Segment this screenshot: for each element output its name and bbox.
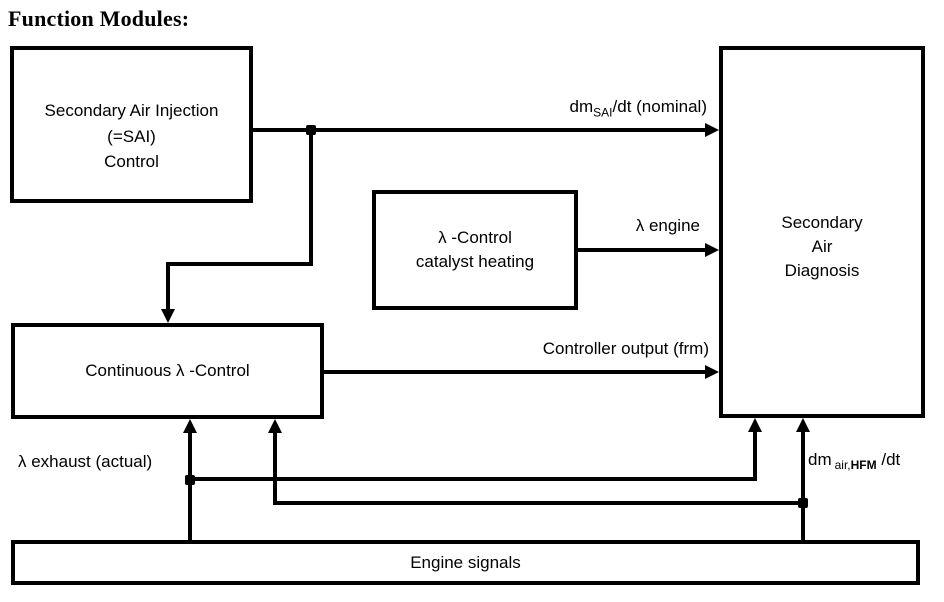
arrowhead-dm-air-into-diagnosis (796, 418, 810, 432)
box-secondary-air-diagnosis: Secondary Air Diagnosis (719, 46, 925, 418)
label-dm-sai-subscript: SAI (593, 105, 613, 120)
label-dm-sai-base: dm (569, 97, 594, 116)
line-sai-branch-horizontal (166, 262, 313, 266)
label-dm-sai-rest: /dt (nominal) (612, 97, 707, 116)
label-dm-air-subscript: air,HFM (835, 458, 877, 472)
arrowhead-lambda-engine-into-diagnosis (705, 243, 719, 257)
secondary-air-diagnosis-label-line2: Air (811, 237, 833, 257)
continuous-lambda-control-label: Continuous λ -Control (85, 361, 250, 381)
line-dm-air-vertical (801, 432, 805, 540)
line-lambda-exhaust-vertical (188, 433, 192, 540)
arrowhead-dm-air-into-continuous (268, 419, 282, 433)
arrowhead-dm-sai-into-diagnosis (705, 123, 719, 137)
label-dm-air-sub-regular: air, (834, 458, 851, 473)
sai-control-label-line3: Control (104, 152, 159, 172)
catalyst-heating-label-line2: catalyst heating (415, 252, 535, 271)
arrowhead-sai-into-continuous (161, 309, 175, 323)
box-lambda-control-catalyst-heating: λ -Control catalyst heating (372, 190, 578, 310)
line-dm-air-vertical-left (273, 433, 277, 505)
label-dm-air-base: dm (808, 450, 832, 469)
line-lambda-exhaust-horizontal (188, 477, 755, 481)
line-lambda-engine (578, 248, 705, 252)
line-lambda-exhaust-vertical-right (753, 432, 757, 481)
catalyst-heating-label-line1: λ -Control (438, 228, 512, 248)
sai-control-label-line2: (=SAI) (107, 126, 156, 146)
arrowhead-controller-output-into-diagnosis (705, 365, 719, 379)
box-engine-signals: Engine signals (11, 540, 920, 585)
label-dm-air-sub-bold: HFM (850, 458, 877, 473)
engine-signals-label: Engine signals (410, 552, 521, 572)
line-controller-output (324, 370, 705, 374)
label-lambda-exhaust-actual: λ exhaust (actual) (18, 452, 153, 471)
line-dm-air-horizontal (273, 501, 805, 505)
diagram-title: Function Modules: (8, 6, 190, 31)
line-sai-branch-vertical (309, 128, 313, 266)
sai-control-label-line1: Secondary Air Injection (44, 101, 219, 121)
label-dm-sai-dt-nominal: dmSAI/dt (nominal) (569, 97, 707, 120)
label-lambda-engine: λ engine (635, 216, 700, 235)
arrowhead-lambda-exhaust-into-diagnosis (748, 418, 762, 432)
line-dm-sai-horizontal (253, 128, 705, 132)
secondary-air-diagnosis-label-line3: Diagnosis (784, 260, 860, 280)
box-continuous-lambda-control: Continuous λ -Control (11, 323, 324, 419)
secondary-air-diagnosis-label-line1: Secondary (781, 213, 863, 233)
arrowhead-lambda-exhaust-into-continuous (183, 419, 197, 433)
label-controller-output-frm: Controller output (frm) (542, 339, 709, 358)
line-sai-branch-vertical2 (166, 262, 170, 309)
box-sai-control: Secondary Air Injection (=SAI) Control (10, 46, 253, 203)
label-dm-air-rest: /dt (876, 450, 901, 469)
